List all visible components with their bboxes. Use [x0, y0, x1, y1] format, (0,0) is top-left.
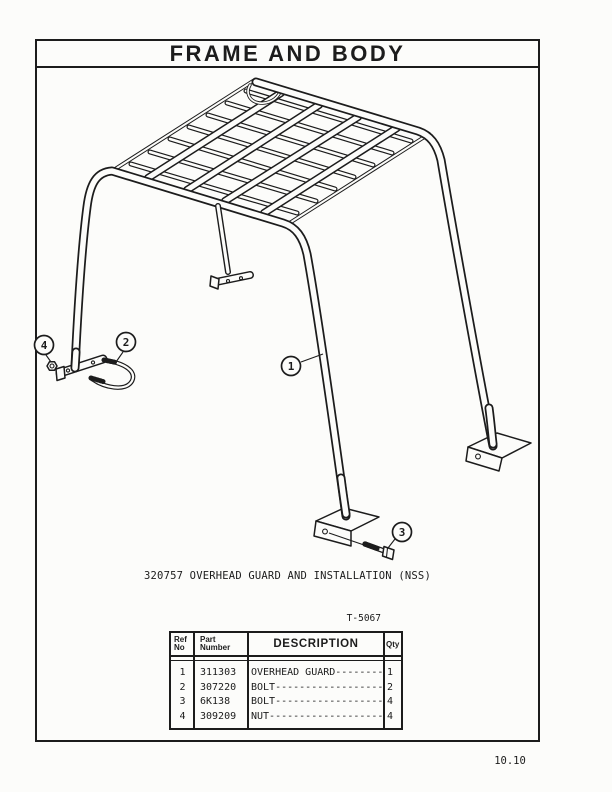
callout-1-number: 1	[288, 360, 295, 373]
figure-caption: 320757 OVERHEAD GUARD AND INSTALLATION (…	[144, 570, 431, 582]
front-left-mount-bracket	[55, 354, 108, 382]
page-number: 10.10	[494, 755, 526, 767]
callout-2-number: 2	[123, 336, 130, 349]
roof-grid-rungs	[128, 88, 414, 216]
roof-grid-edges	[110, 79, 431, 226]
header-divider-inner	[171, 657, 401, 661]
header-description: DESCRIPTION	[273, 638, 359, 650]
rear-right-foot-plate	[465, 432, 532, 472]
table-column-divider	[247, 633, 249, 728]
callout-4: 4	[33, 334, 55, 363]
header-qty: Qty	[386, 639, 400, 649]
table-row: 2 307220 BOLT------------------ 2	[179, 681, 394, 693]
figure-number: T-5067	[346, 613, 381, 624]
title-band: FRAME AND BODY	[37, 41, 538, 68]
nut	[46, 360, 58, 372]
header-part-number: Part Number	[200, 634, 231, 652]
header-divider	[171, 655, 401, 657]
leg-tips	[70, 347, 498, 519]
center-strap-bracket	[209, 203, 254, 290]
parts-table: Ref No Part Number DESCRIPTION Qty 1 311…	[169, 631, 403, 730]
table-row: 3 6K138 BOLT------------------ 4	[179, 696, 394, 707]
table-column-divider	[193, 633, 195, 728]
table-row: 1 311303 OVERHEAD GUARD-------- 1	[179, 667, 394, 678]
callout-3: 3	[387, 521, 413, 549]
header-ref-no: Ref No	[174, 634, 187, 652]
page-title: FRAME AND BODY	[169, 40, 406, 66]
mounting-bolt	[362, 541, 395, 561]
front-hoop-tube	[70, 166, 351, 521]
callout-1: 1	[280, 353, 324, 377]
table-header-row: Ref No Part Number DESCRIPTION Qty	[171, 633, 401, 655]
rear-hoop-tube	[251, 77, 498, 451]
table-row: 4 309209 NUT------------------- 4	[179, 710, 394, 722]
callout-3-number: 3	[399, 526, 406, 539]
callout-2: 2	[115, 331, 137, 363]
page-border: FRAME AND BODY	[35, 39, 540, 742]
table-column-divider	[383, 633, 385, 728]
callout-4-number: 4	[41, 339, 48, 352]
table-body: 1 311303 OVERHEAD GUARD-------- 1 2 3072…	[171, 661, 401, 728]
roof-grid-rails	[144, 89, 401, 217]
u-bolt	[88, 357, 136, 390]
